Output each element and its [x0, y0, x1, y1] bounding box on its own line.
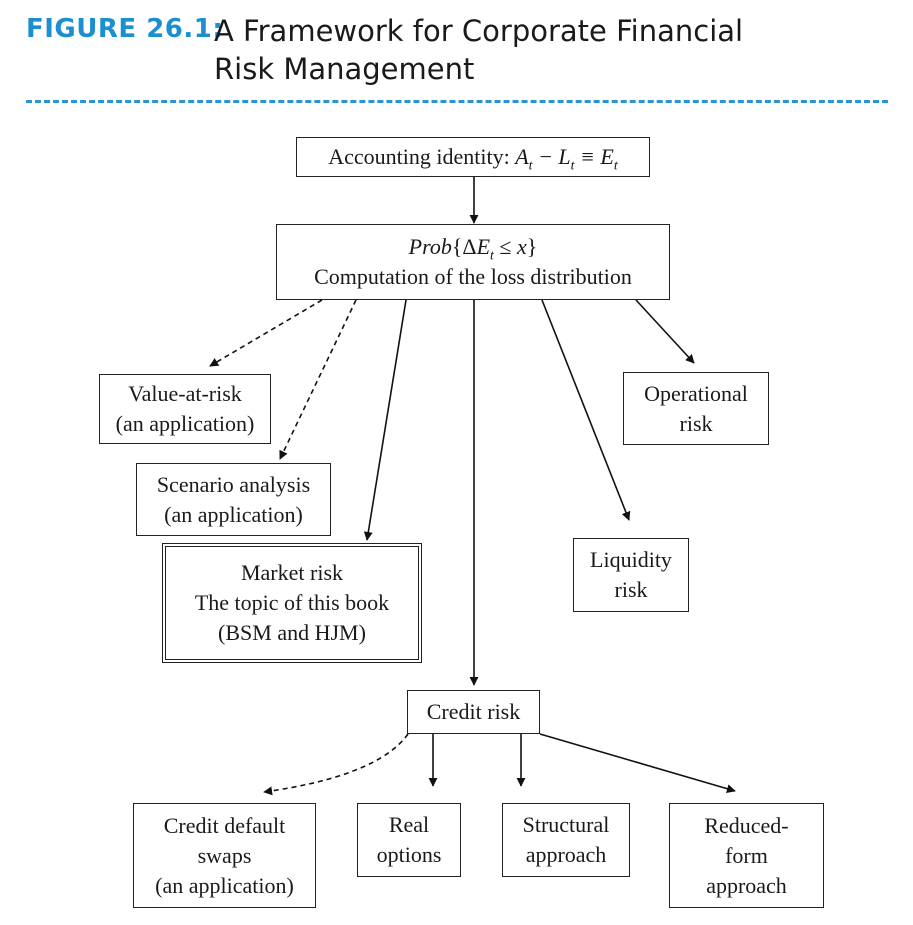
node-market-risk: Market risk The topic of this book (BSM …	[162, 543, 422, 663]
node-structural-approach: Structural approach	[502, 803, 630, 877]
node-scenario-analysis: Scenario analysis (an application)	[136, 463, 331, 536]
edge-loss-to-scenario	[279, 299, 357, 460]
scenario-line-2: (an application)	[164, 501, 303, 527]
title-divider	[26, 100, 888, 103]
operational-line-2: risk	[679, 410, 713, 436]
accounting-identity-text: Accounting identity: At − Lt ≡ Et	[328, 142, 618, 174]
market-line-2: The topic of this book	[194, 590, 390, 615]
accounting-identity-formula: At − Lt ≡ Et	[515, 144, 618, 174]
cds-line-3: (an application)	[155, 872, 294, 898]
edge-loss-to-var	[209, 299, 323, 367]
node-reduced-form-approach: Reduced- form approach	[669, 803, 824, 908]
cds-line-1: Credit default	[163, 812, 286, 838]
node-loss-distribution: Prob{ΔEt ≤ x} Computation of the loss di…	[276, 224, 670, 300]
node-operational-risk: Operational risk	[623, 372, 769, 445]
edge-loss-to-market	[363, 299, 407, 541]
market-line-3: (BSM and HJM)	[218, 620, 366, 645]
cds-line-2: swaps	[197, 842, 252, 868]
node-accounting-identity: Accounting identity: At − Lt ≡ Et	[296, 137, 650, 177]
var-line-1: Value-at-risk	[128, 381, 242, 406]
credit-line-1: Credit risk	[426, 699, 521, 724]
operational-line-1: Operational	[644, 380, 748, 406]
figure-title-line-1: A Framework for Corporate Financial	[214, 14, 744, 48]
scenario-line-1: Scenario analysis	[156, 471, 311, 497]
figure-number: FIGURE 26.1:	[26, 14, 224, 44]
node-value-at-risk: Value-at-risk (an application)	[99, 374, 271, 444]
reduced-line-2: form	[725, 842, 768, 868]
real-line-1: Real	[388, 812, 430, 837]
liquidity-line-2: risk	[614, 577, 648, 602]
real-line-2: options	[376, 842, 442, 867]
structural-line-2: approach	[525, 842, 607, 867]
edge-credit-to-cds	[263, 733, 409, 796]
reduced-line-1: Reduced-	[704, 812, 789, 838]
market-line-1: Market risk	[240, 560, 344, 585]
figure-title: A Framework for Corporate Financial Risk…	[214, 12, 743, 88]
edge-loss-to-liquidity	[541, 299, 631, 521]
prob-word: Prob	[408, 234, 452, 259]
edge-loss-to-operational	[635, 299, 695, 364]
var-line-2: (an application)	[115, 411, 255, 436]
node-liquidity-risk: Liquidity risk	[573, 538, 689, 612]
node-credit-risk: Credit risk	[407, 690, 540, 734]
figure-title-line-2: Risk Management	[214, 52, 475, 86]
edge-credit-to-reduced	[539, 733, 736, 794]
loss-distribution-label: Computation of the loss distribution	[314, 264, 632, 289]
liquidity-line-1: Liquidity	[590, 547, 672, 572]
loss-probability-formula: Prob{ΔEt ≤ x}	[408, 234, 538, 264]
node-real-options: Real options	[357, 803, 461, 877]
structural-line-1: Structural	[522, 812, 610, 837]
accounting-identity-label: Accounting identity:	[328, 144, 516, 169]
node-credit-default-swaps: Credit default swaps (an application)	[133, 803, 316, 908]
reduced-line-3: approach	[706, 872, 787, 898]
